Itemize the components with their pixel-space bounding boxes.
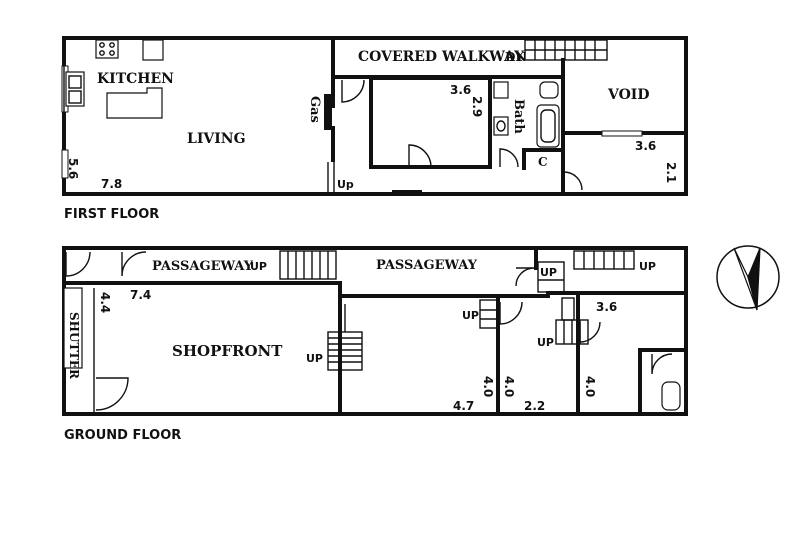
cupboard-label: C bbox=[538, 155, 548, 169]
gas-label: Gas bbox=[307, 96, 322, 123]
room-label-void: VOID bbox=[607, 87, 650, 103]
fridge bbox=[142, 39, 164, 61]
cooktop bbox=[95, 39, 119, 59]
stairs-up-label: UP bbox=[462, 309, 479, 322]
room-label-covered-walkway: COVERED WALKWAY bbox=[358, 49, 525, 65]
stairs bbox=[573, 250, 635, 270]
kitchen-island bbox=[106, 87, 163, 119]
ground-floor-plan: PASSAGEWAY PASSAGEWAY SHOPFRONT SHUTTER … bbox=[62, 246, 688, 443]
dim-living-height: 5.6 bbox=[66, 158, 80, 179]
room-label-passageway: PASSAGEWAY bbox=[152, 259, 254, 274]
door bbox=[65, 251, 91, 277]
first-floor-title: FIRST FLOOR bbox=[64, 207, 159, 222]
stairs bbox=[555, 297, 589, 345]
stairs-up-label: Up bbox=[337, 178, 354, 191]
room-label-kitchen: KITCHEN bbox=[97, 71, 174, 87]
stairs-up-label: UP bbox=[537, 336, 554, 349]
first-floor-outer-wall bbox=[62, 36, 688, 196]
bathtub bbox=[536, 104, 560, 148]
stairs bbox=[479, 299, 499, 329]
stairs-up-label: UP bbox=[540, 266, 557, 279]
bedroom-wall bbox=[369, 76, 492, 169]
stairs bbox=[537, 261, 565, 293]
dim-bedroom-width: 3.6 bbox=[450, 83, 471, 97]
room-label-bath: Bath bbox=[511, 99, 526, 134]
stairs-up-label: UP bbox=[639, 260, 656, 273]
dim-living-width: 7.8 bbox=[101, 177, 122, 191]
shutter-label: SHUTTER bbox=[67, 312, 81, 380]
dim-room2-width: 4.7 bbox=[453, 399, 474, 413]
dim-bedroom-height: 2.9 bbox=[470, 96, 484, 117]
stairs-up-label: UP bbox=[250, 260, 267, 273]
stairs-down-label: DN bbox=[505, 50, 526, 64]
dim-rear-width: 3.6 bbox=[635, 139, 656, 153]
dim-room4-height: 4.0 bbox=[583, 376, 597, 397]
stairs bbox=[327, 304, 363, 371]
room-label-living: LIVING bbox=[187, 131, 246, 147]
gas-fire bbox=[324, 94, 332, 130]
dim-shop-width: 7.4 bbox=[130, 288, 151, 302]
dim-rear-height: 2.1 bbox=[664, 162, 678, 183]
dim-room2-height: 4.0 bbox=[481, 376, 495, 397]
dim-shop-height: 4.4 bbox=[98, 292, 112, 313]
dim-room3-width: 2.2 bbox=[524, 399, 545, 413]
dim-room3-height: 4.0 bbox=[502, 376, 516, 397]
first-floor-plan: KITCHEN LIVING Gas COVERED WALKWAY DN Ba… bbox=[61, 36, 688, 222]
dim-room4-width: 3.6 bbox=[596, 300, 617, 314]
vanity bbox=[493, 81, 509, 99]
north-arrow-icon bbox=[716, 245, 780, 311]
toilet bbox=[661, 381, 681, 411]
toilet bbox=[539, 81, 559, 99]
ground-floor-title: GROUND FLOOR bbox=[64, 428, 181, 443]
shutter bbox=[63, 287, 83, 369]
stairs bbox=[279, 250, 337, 280]
kitchen-sink bbox=[65, 71, 85, 107]
room-label-shopfront: SHOPFRONT bbox=[172, 342, 283, 360]
room-label-passageway-2: PASSAGEWAY bbox=[376, 258, 478, 273]
stairs-up-label: UP bbox=[306, 352, 323, 365]
door bbox=[341, 79, 365, 103]
stairs bbox=[524, 39, 608, 61]
